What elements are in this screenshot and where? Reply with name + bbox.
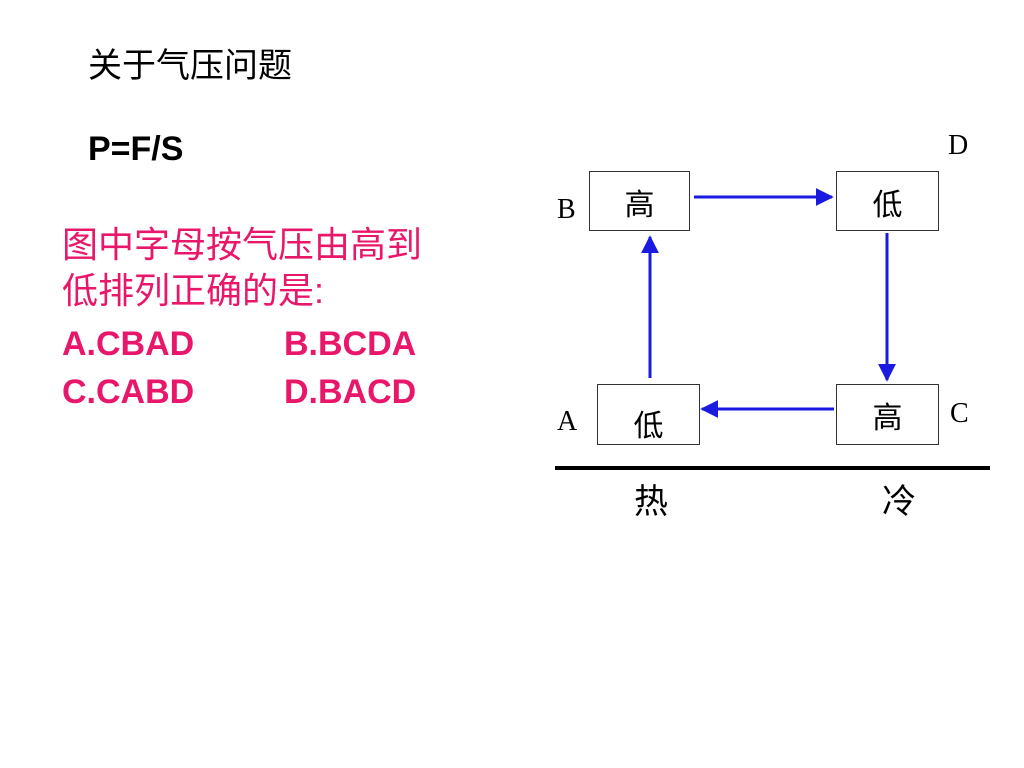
option-d: D.BACD	[284, 373, 417, 411]
answer-options: A.CBAD B.BCDA C.CABD D.BACD	[62, 320, 506, 416]
point-label-a: A	[557, 406, 578, 437]
option-c: C.CABD	[62, 373, 195, 411]
page-title: 关于气压问题	[88, 46, 292, 86]
point-label-d: D	[948, 130, 969, 161]
point-label-c: C	[950, 398, 969, 429]
ground-line	[555, 466, 990, 470]
options-row-2: C.CABD D.BACD	[62, 368, 506, 416]
question-text: 图中字母按气压由高到 低排列正确的是:	[62, 222, 422, 314]
point-label-b: B	[557, 194, 576, 225]
box-bottom-right-high: 高	[836, 384, 939, 445]
formula: P=F/S	[88, 130, 184, 168]
box-top-right-low: 低	[836, 171, 939, 231]
question-line-1: 图中字母按气压由高到	[62, 224, 423, 265]
option-b: B.BCDA	[284, 325, 417, 363]
box-top-left-high: 高	[589, 171, 690, 231]
surface-cold-label: 冷	[882, 482, 916, 522]
surface-hot-label: 热	[634, 482, 668, 522]
box-bottom-left-low: 低	[597, 384, 700, 445]
question-line-2: 低排列正确的是:	[62, 270, 325, 311]
option-a: A.CBAD	[62, 325, 195, 363]
options-row-1: A.CBAD B.BCDA	[62, 320, 506, 368]
